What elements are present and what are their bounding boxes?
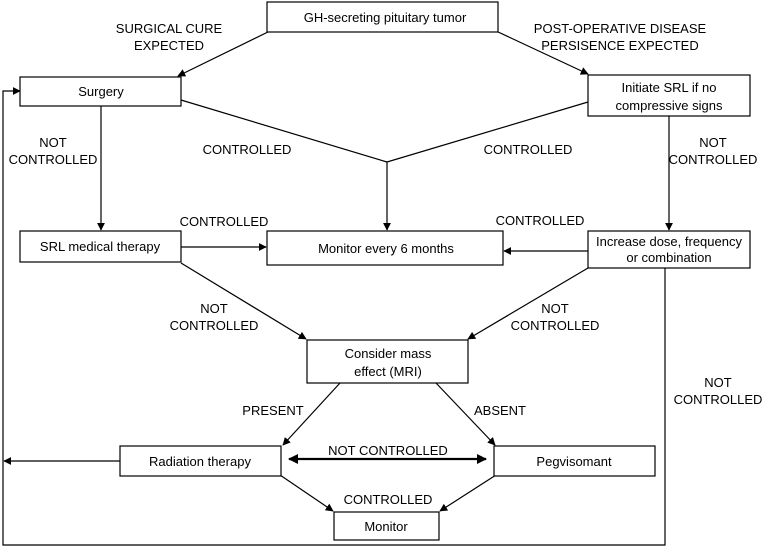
node-srl-initiate-line2: compressive signs	[616, 98, 723, 113]
label-not-controlled-right-line1: NOT	[541, 301, 569, 316]
label-present: PRESENT	[242, 403, 303, 418]
label-not-controlled-left-line2: CONTROLLED	[170, 318, 259, 333]
label-not-controlled-surgery-line2: CONTROLLED	[9, 152, 98, 167]
edge-mass-radiation	[282, 382, 341, 446]
node-pegvisomant-label: Pegvisomant	[536, 454, 612, 469]
label-not-controlled-left-line1: NOT	[200, 301, 228, 316]
edge-srl-initiate-controlled-merge	[386, 101, 589, 163]
node-increase: Increase dose, frequency or combination	[587, 230, 751, 269]
node-monitor6-label: Monitor every 6 months	[318, 241, 454, 256]
label-not-controlled-srl-line2: CONTROLLED	[669, 152, 758, 167]
edge-pegvisomant-monitor	[439, 474, 497, 512]
node-mass-line1: Consider mass	[345, 346, 432, 361]
label-not-controlled-surgery-line1: NOT	[39, 135, 67, 150]
node-monitor: Monitor	[333, 511, 440, 541]
edge-increase-mass	[467, 267, 589, 340]
edge-tumor-srl-initiate	[495, 30, 589, 75]
node-surgery-label: Surgery	[78, 84, 124, 99]
edge-tumor-surgery	[177, 30, 271, 77]
label-postop-line1: POST-OPERATIVE DISEASE	[534, 21, 707, 36]
label-controlled-left: CONTROLLED	[180, 214, 269, 229]
node-surgery: Surgery	[19, 76, 182, 107]
label-not-controlled-mid: NOT CONTROLLED	[328, 443, 448, 458]
node-monitor-label: Monitor	[364, 519, 408, 534]
node-increase-line1: Increase dose, frequency	[596, 234, 742, 249]
node-srl-therapy: SRL medical therapy	[19, 230, 182, 263]
edge-mass-pegvisomant	[435, 382, 496, 446]
node-increase-line2: or combination	[626, 250, 711, 265]
node-mass-line2: effect (MRI)	[354, 364, 422, 379]
label-not-controlled-far-right-line1: NOT	[704, 375, 732, 390]
node-monitor6: Monitor every 6 months	[266, 230, 504, 266]
node-pegvisomant: Pegvisomant	[493, 445, 656, 477]
edge-labels: SURGICAL CURE EXPECTED POST-OPERATIVE DI…	[9, 21, 763, 507]
label-surgical-cure-line2: EXPECTED	[134, 38, 204, 53]
edge-loop-back-surgery	[2, 87, 666, 546]
label-controlled-right: CONTROLLED	[496, 213, 585, 228]
node-mass: Consider mass effect (MRI)	[306, 339, 469, 384]
edge-srl-therapy-mass	[180, 262, 307, 340]
label-not-controlled-right-line2: CONTROLLED	[511, 318, 600, 333]
label-postop-line2: PERSISENCE EXPECTED	[541, 38, 699, 53]
node-tumor: GH-secreting pituitary tumor	[266, 1, 499, 33]
node-srl-initiate: Initiate SRL if no compressive signs	[587, 74, 751, 117]
node-srl-initiate-line1: Initiate SRL if no	[622, 80, 717, 95]
label-controlled-bottom: CONTROLLED	[344, 492, 433, 507]
connectors	[2, 30, 673, 546]
node-radiation-label: Radiation therapy	[149, 454, 251, 469]
edge-radiation-monitor	[279, 474, 334, 512]
node-radiation: Radiation therapy	[119, 445, 282, 477]
label-surgical-cure-line1: SURGICAL CURE	[116, 21, 223, 36]
label-not-controlled-srl-line1: NOT	[699, 135, 727, 150]
label-not-controlled-far-right-line2: CONTROLLED	[674, 392, 763, 407]
node-tumor-label: GH-secreting pituitary tumor	[304, 10, 467, 25]
label-absent: ABSENT	[474, 403, 526, 418]
label-controlled-srl: CONTROLLED	[484, 142, 573, 157]
node-srl-therapy-label: SRL medical therapy	[40, 239, 161, 254]
edge-surgery-controlled-merge	[180, 99, 388, 163]
label-controlled-surgery: CONTROLLED	[203, 142, 292, 157]
